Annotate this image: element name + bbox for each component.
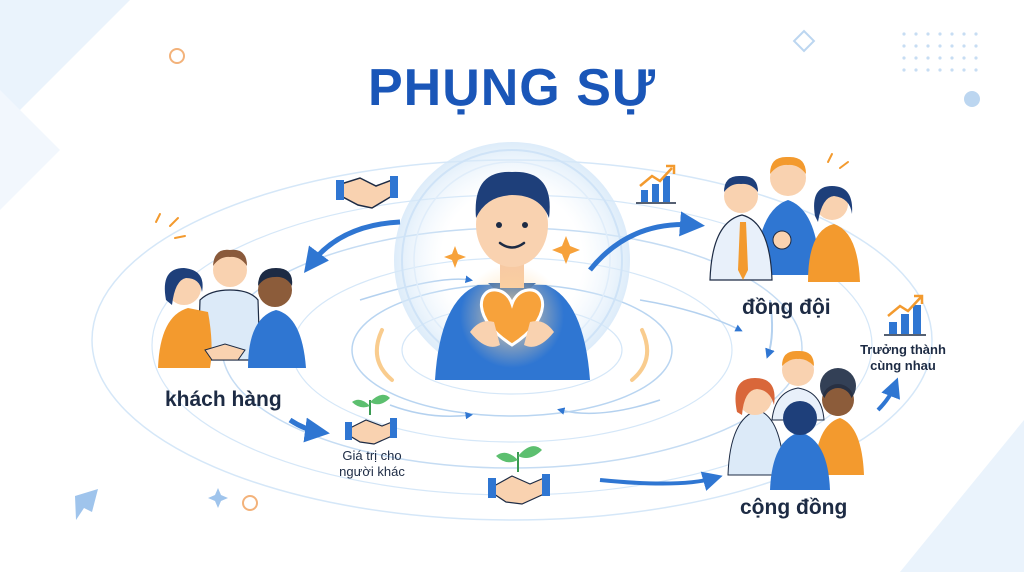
flow-arrow-grow <box>876 377 901 412</box>
growth-chart-icon <box>636 164 676 204</box>
deco-diamond <box>792 29 816 53</box>
flow-arrow-to-community <box>599 471 723 491</box>
label-grow-line1: Trưởng thành <box>860 342 946 357</box>
flow-arrow-to-value <box>288 417 330 443</box>
customers-group <box>155 213 306 368</box>
energy-arc-right <box>630 328 650 382</box>
deco-circle <box>242 495 258 511</box>
label-value-line2: người khác <box>339 464 405 479</box>
corner-shape-left <box>0 90 60 210</box>
label-value-line1: Giá trị cho <box>342 448 402 463</box>
deco-circle <box>169 48 185 64</box>
handshake-icon <box>336 176 398 209</box>
flow-arrow-to-customers <box>303 219 401 273</box>
paper-plane-icon <box>75 489 98 520</box>
growth-chart-icon <box>884 294 926 336</box>
label-value-for-others: Giá trị cho người khác <box>322 448 422 480</box>
label-customers: khách hàng <box>165 388 282 411</box>
label-community: cộng đồng <box>740 496 848 519</box>
corner-shape-top-left <box>0 0 130 130</box>
sparkle-icon <box>552 236 580 264</box>
energy-arc-left <box>374 328 394 382</box>
label-teammates: đồng đội <box>742 296 831 319</box>
heart-icon <box>480 288 544 347</box>
deco-dot <box>964 91 980 107</box>
teammates-group <box>709 153 860 282</box>
page-title: PHỤNG SỰ <box>367 59 657 117</box>
label-grow-line2: cùng nhau <box>870 358 936 373</box>
community-group <box>727 350 864 490</box>
seedling-handshake-icon <box>488 446 550 505</box>
flow-arrow-team-community <box>765 299 775 359</box>
sparkle-icon <box>208 488 228 508</box>
seedling-handshake-icon <box>345 394 397 445</box>
label-grow-together: Trưởng thành cùng nhau <box>848 342 958 374</box>
central-person <box>435 171 590 380</box>
sparkle-icon <box>444 246 466 268</box>
dot-grid <box>902 32 978 72</box>
flow-arrow-to-teammates <box>588 211 705 272</box>
corner-shape-bottom-right <box>900 420 1024 572</box>
